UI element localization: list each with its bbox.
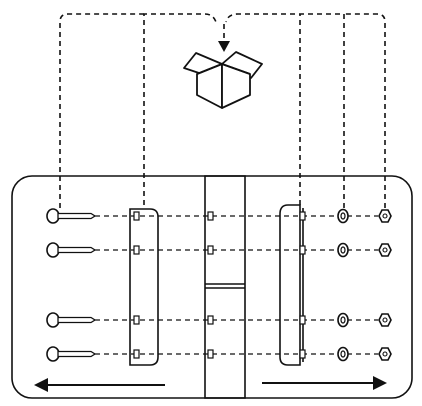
box-drop-arrowhead: [218, 41, 230, 52]
bolt-hole: [207, 349, 214, 359]
bolt-hole: [207, 211, 214, 221]
bolt-hole: [207, 245, 214, 255]
guide-line-left-bracket: [143, 13, 217, 205]
right-bracket: [279, 204, 304, 366]
screw-head: [46, 346, 60, 362]
screw-head: [46, 242, 60, 258]
screw-shank: [57, 350, 97, 358]
bolt-hole: [133, 315, 140, 325]
screw-shank: [57, 246, 97, 254]
nut-hole: [382, 351, 388, 357]
screw-head: [46, 312, 60, 328]
left-bracket: [129, 208, 159, 366]
guide-line-screw: [59, 13, 144, 208]
assembly-frame: [11, 175, 413, 399]
washer-hole: [340, 316, 346, 324]
guide-line-nut: [344, 13, 386, 208]
bolt-hole: [133, 211, 140, 221]
bolt-hole: [207, 315, 214, 325]
screw-head: [46, 208, 60, 224]
open-box-icon: [183, 51, 263, 109]
move-left-arrow: [34, 378, 165, 392]
bolt-hole: [299, 349, 306, 359]
screw-shank: [57, 212, 97, 220]
bolt-hole: [299, 315, 306, 325]
screw-shank: [57, 316, 97, 324]
nut-hole: [382, 317, 388, 323]
center-panel: [204, 175, 246, 399]
washer-hole: [340, 350, 346, 358]
bolt-hole: [133, 349, 140, 359]
bolt-hole: [299, 211, 306, 221]
washer-hole: [340, 212, 346, 220]
washer-hole: [340, 246, 346, 254]
bolt-hole: [299, 245, 306, 255]
move-right-arrow: [262, 376, 387, 390]
nut-hole: [382, 213, 388, 219]
bolt-hole: [133, 245, 140, 255]
nut-hole: [382, 247, 388, 253]
parts-guide-lines: [59, 13, 386, 208]
guide-line-washer: [225, 13, 345, 208]
